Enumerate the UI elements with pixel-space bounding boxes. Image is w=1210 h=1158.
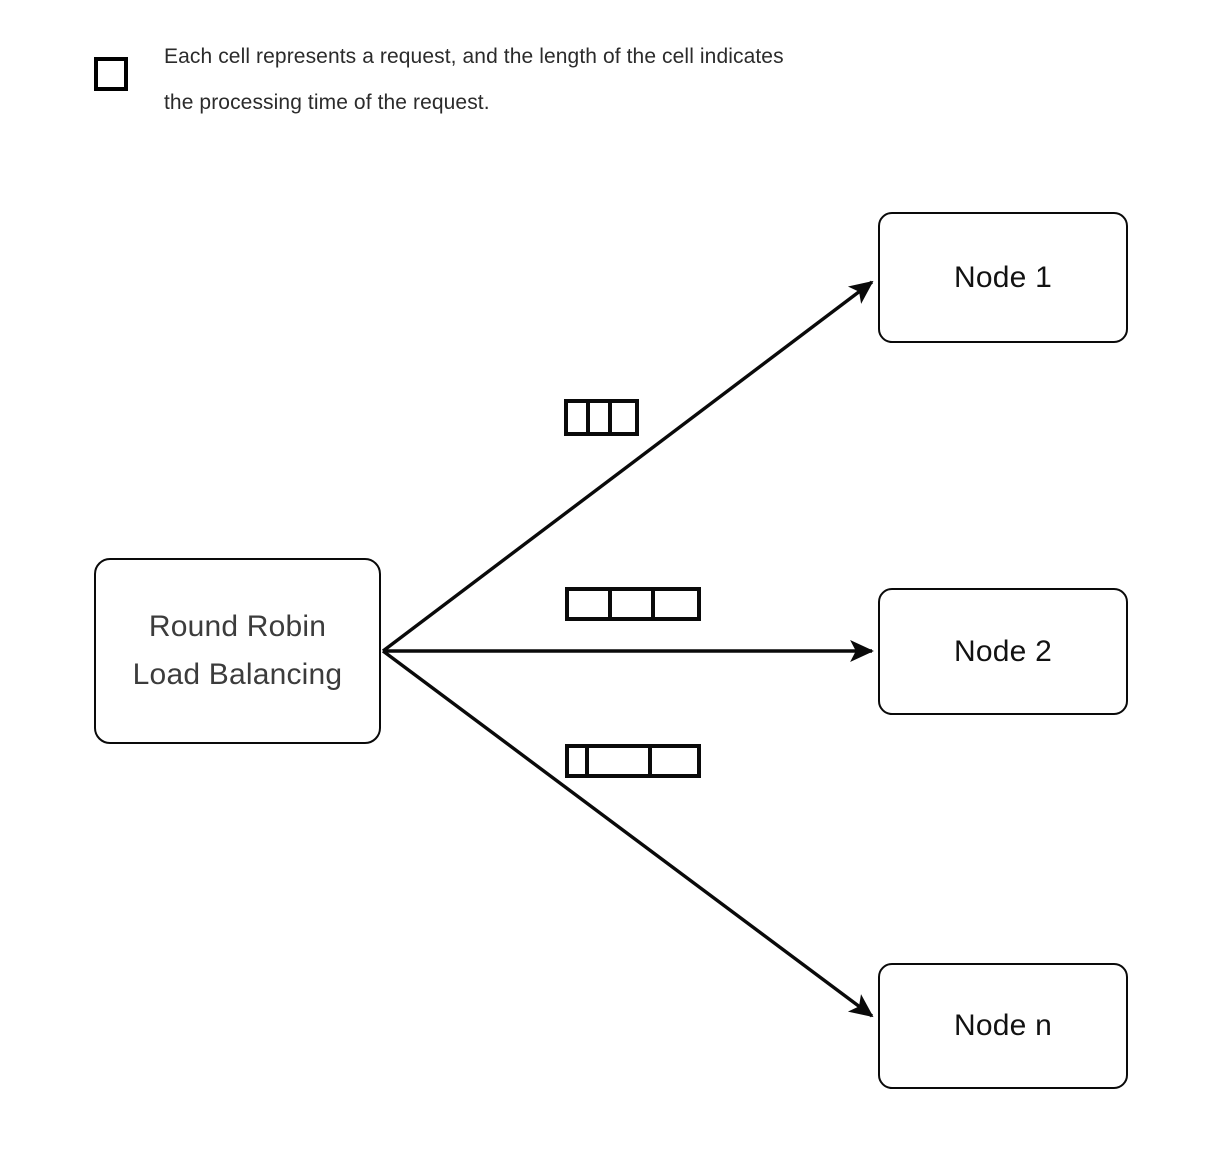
request-cell <box>652 748 697 774</box>
request-cell <box>569 591 612 617</box>
source-label-line-2: Load Balancing <box>132 658 343 691</box>
request-cell <box>569 748 589 774</box>
node-box-node-n[interactable]: Node n <box>878 963 1128 1089</box>
request-cell <box>568 403 590 432</box>
node-box-node-2[interactable]: Node 2 <box>878 588 1128 715</box>
request-queue-node-1 <box>564 399 639 436</box>
request-cell <box>655 591 697 617</box>
request-cell <box>612 591 655 617</box>
round-robin-load-balancer-box[interactable]: Round Robin Load Balancing <box>94 558 381 744</box>
node-label-node-2: Node 2 <box>954 634 1052 668</box>
legend-caption: Each cell represents a request, and the … <box>164 45 784 114</box>
request-cell <box>612 403 635 432</box>
edge-to-node-n <box>381 649 874 1018</box>
node-label-node-n: Node n <box>954 1009 1052 1042</box>
request-queue-node-n <box>565 744 701 778</box>
square-outline-icon <box>94 57 128 91</box>
source-label-line-1: Round Robin <box>148 610 327 643</box>
request-cell <box>589 748 652 774</box>
request-cell <box>590 403 612 432</box>
node-box-node-1[interactable]: Node 1 <box>878 212 1128 343</box>
request-queue-node-2 <box>565 587 701 621</box>
node-label-node-1: Node 1 <box>954 260 1052 294</box>
